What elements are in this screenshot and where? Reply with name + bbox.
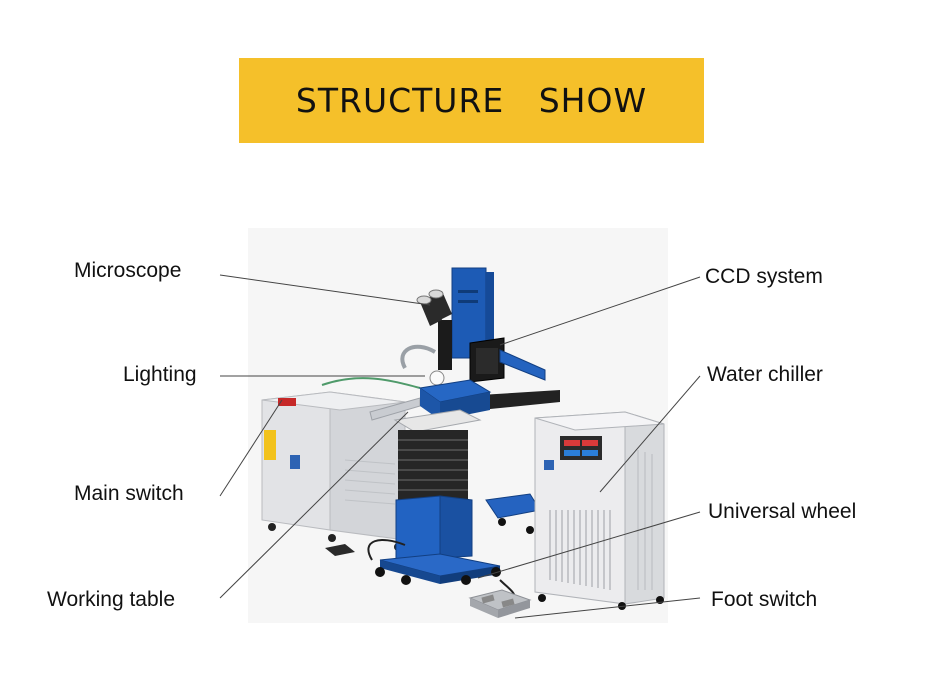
page-title: STRUCTURE SHOW [295, 81, 648, 120]
cable-black [367, 539, 406, 561]
leader-universal-wheel [477, 511, 701, 579]
microscope [416, 289, 452, 370]
label-water-chiller: Water chiller [707, 363, 823, 386]
leader-microscope [219, 274, 431, 306]
label-universal-wheel: Universal wheel [708, 500, 857, 523]
work-table-top [393, 409, 482, 433]
leader-water-chiller [599, 375, 701, 493]
ccd-monitor [469, 337, 505, 383]
foot-switch-pedal [468, 589, 532, 618]
title-banner: STRUCTURE SHOW [239, 58, 704, 143]
leader-working-table [219, 411, 409, 599]
laser-cabinet [261, 391, 406, 551]
label-main-switch: Main switch [74, 482, 184, 505]
bellows-column [398, 430, 468, 502]
rear-stand [485, 493, 541, 534]
cable-green [321, 377, 421, 389]
water-chiller-unit [534, 411, 665, 610]
leader-foot-switch [514, 597, 701, 619]
label-foot-switch: Foot switch [711, 588, 818, 611]
leader-main-switch [219, 399, 283, 497]
small-pedal [325, 544, 355, 556]
blue-base [375, 495, 501, 585]
lighting-lamp [400, 344, 445, 386]
label-lighting: Lighting [123, 363, 197, 386]
label-microscope: Microscope [74, 259, 182, 282]
label-working-table: Working table [47, 588, 176, 611]
blue-arm [499, 349, 546, 381]
leader-ccd [499, 276, 701, 346]
leader-lines [219, 274, 701, 619]
label-ccd-system: CCD system [705, 265, 823, 288]
arm-rail [480, 390, 560, 410]
